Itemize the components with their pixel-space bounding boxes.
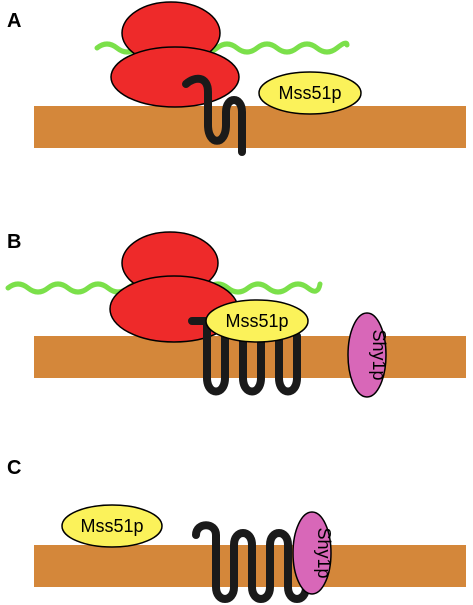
shy1p-c-label: Shy1p	[314, 527, 334, 578]
mss51p-c-label: Mss51p	[80, 516, 143, 536]
ribosome-large-subunit-a	[110, 46, 240, 108]
nascent-chain-c	[192, 521, 310, 603]
shy1p-b[interactable]	[347, 312, 387, 398]
membrane-a	[34, 106, 466, 148]
membrane-b	[34, 336, 466, 378]
panel-b: B Mss51p Shy1p	[5, 231, 466, 398]
nascent-chain-a	[182, 74, 246, 156]
panel-c: C Mss51p Shy1p	[7, 457, 466, 603]
mss51p-a-label: Mss51p	[278, 83, 341, 103]
mss51p-b-label: Mss51p	[225, 311, 288, 331]
panel-b-letter: B	[7, 231, 21, 253]
mss51p-a[interactable]	[258, 71, 362, 115]
shy1p-b-label: Shy1p	[369, 329, 389, 380]
nascent-chain-b	[188, 317, 301, 396]
panel-a: A Mss51p	[7, 1, 466, 156]
mss51p-c[interactable]	[61, 504, 163, 548]
mss51p-b[interactable]	[205, 299, 309, 343]
panel-a-letter: A	[7, 10, 21, 32]
shy1p-c[interactable]	[292, 511, 332, 595]
panel-c-letter: C	[7, 457, 21, 479]
